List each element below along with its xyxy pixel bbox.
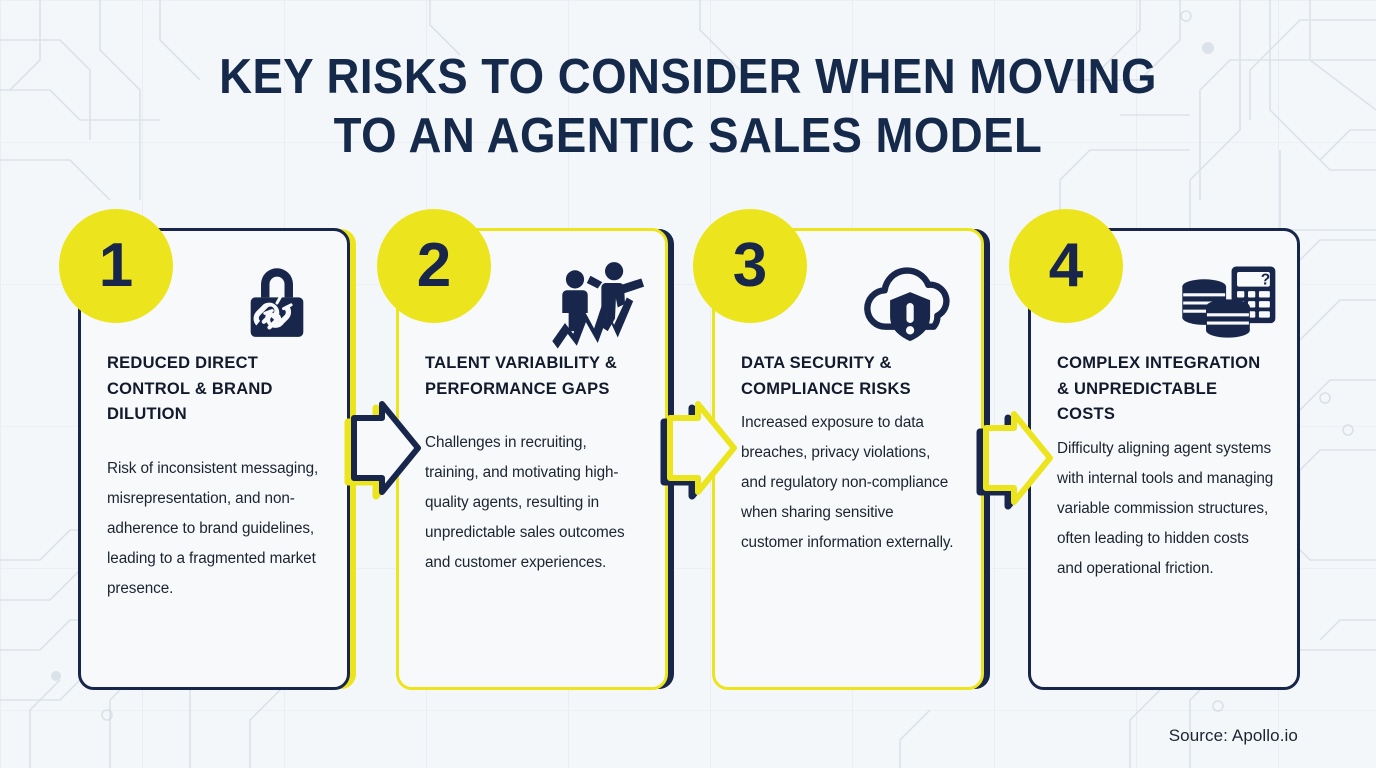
page-title-line-1: KEY RISKS TO CONSIDER WHEN MOVING [219, 50, 1157, 104]
risk-card-3-number: 3 [732, 231, 768, 300]
arrow-1-to-2 [344, 398, 424, 500]
risk-card-3-heading: DATA SECURITY & COMPLIANCE RISKS [741, 354, 911, 398]
risk-card-1-body: Risk of inconsistent messaging, misrepre… [107, 459, 319, 597]
risk-card-2-number-badge: 2 [377, 209, 491, 323]
risk-card-3[interactable]: 3 DATA SECURITY & COMPLIANCE RISKS Incre… [693, 209, 984, 690]
risk-card-2-number: 2 [416, 231, 452, 300]
risk-card-2-body: Challenges in recruiting, training, and … [425, 434, 625, 571]
risk-card-2[interactable]: 2 TALENT VARIABILITY & PERFORMANCE GAPS … [377, 209, 668, 690]
broken-chain-padlock-icon [225, 251, 329, 355]
people-performance-chart-icon [543, 251, 647, 355]
coins-calculator-icon: ? [1175, 251, 1279, 355]
source-attribution: Source: Apollo.io [1168, 726, 1298, 745]
risk-card-1-number: 1 [98, 231, 134, 300]
risk-card-4[interactable]: 4 ? [1009, 209, 1300, 690]
cloud-shield-alert-icon [859, 251, 963, 355]
page-title: KEY RISKS TO CONSIDER WHEN MOVING TO AN … [0, 48, 1376, 166]
page-title-line-2: TO AN AGENTIC SALES MODEL [333, 109, 1043, 163]
risk-card-3-body: Increased exposure to data breaches, pri… [741, 414, 954, 551]
risk-card-4-number: 4 [1048, 231, 1084, 300]
risk-card-2-heading: TALENT VARIABILITY & PERFORMANCE GAPS [425, 354, 617, 398]
risk-card-3-number-badge: 3 [693, 209, 807, 323]
arrow-3-to-4 [976, 408, 1056, 510]
risk-card-1-heading: REDUCED DIRECT CONTROL & BRAND DILUTION [107, 354, 273, 423]
risk-card-1[interactable]: 1 [59, 209, 350, 690]
risk-card-1-number-badge: 1 [59, 209, 173, 323]
svg-text:?: ? [1261, 272, 1270, 289]
risk-card-4-body: Difficulty aligning agent systems with i… [1057, 439, 1274, 577]
risk-card-4-heading: COMPLEX INTEGRATION & UNPREDICTABLE COST… [1057, 354, 1261, 423]
arrow-2-to-3 [660, 398, 740, 500]
risk-card-4-number-badge: 4 [1009, 209, 1123, 323]
